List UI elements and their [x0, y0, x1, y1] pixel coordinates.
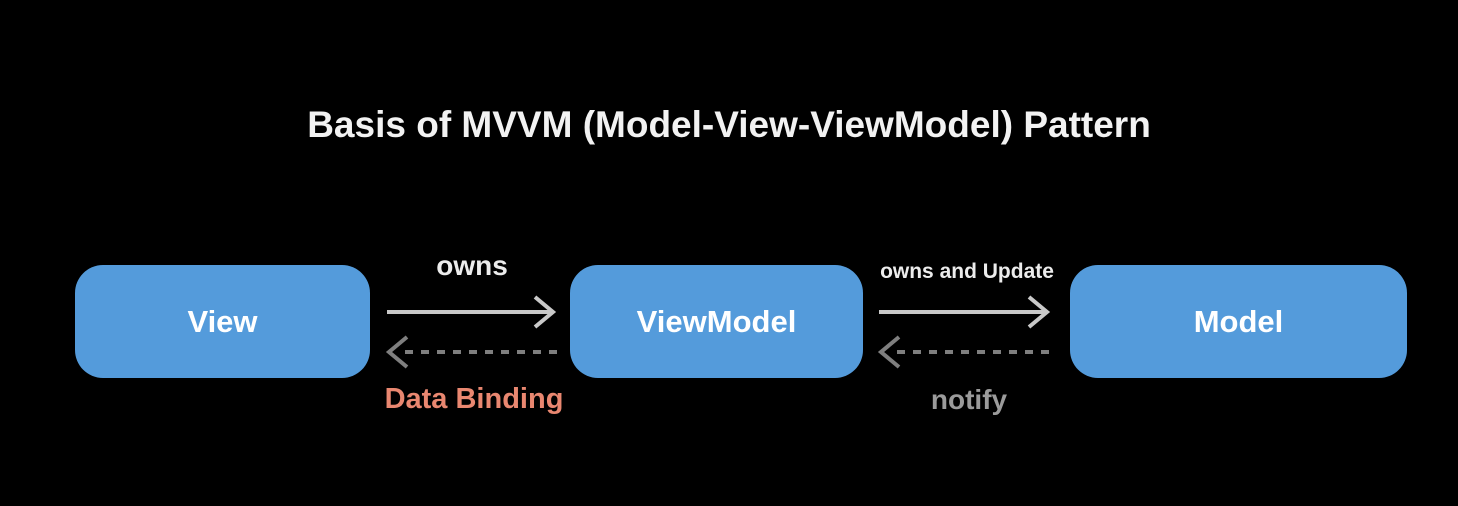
owns-and-update-arrow-label: owns and Update: [880, 260, 1054, 283]
notify-arrow: [877, 335, 1055, 369]
viewmodel-model-arrows: [877, 295, 1055, 369]
node-view: View: [75, 265, 370, 378]
owns-and-update-arrow: [879, 295, 1051, 329]
diagram-title: Basis of MVVM (Model-View-ViewModel) Pat…: [307, 104, 1151, 145]
node-viewmodel-label: ViewModel: [636, 303, 797, 339]
node-view-label: View: [187, 303, 258, 339]
node-model: Model: [1070, 265, 1407, 378]
owns-arrow: [387, 295, 557, 329]
node-model-label: Model: [1193, 303, 1284, 339]
data-binding-arrow-label: Data Binding: [384, 383, 564, 415]
owns-arrow-label: owns: [436, 250, 508, 281]
data-binding-arrow: [385, 335, 561, 369]
notify-arrow-label: notify: [930, 384, 1008, 415]
view-viewmodel-arrows: [385, 295, 561, 369]
node-viewmodel: ViewModel: [570, 265, 863, 378]
